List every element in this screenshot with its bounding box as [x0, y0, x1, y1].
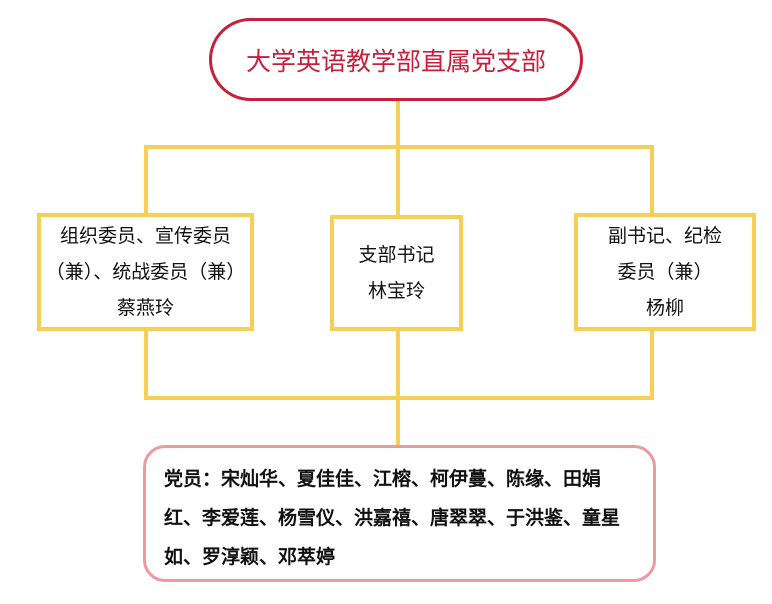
members-list: 党员：宋灿华、夏佳佳、江榕、柯伊蔓、陈缘、田娟红、李爱莲、杨雪仪、洪嘉禧、唐翠翠… — [164, 468, 621, 568]
connector-line — [396, 100, 400, 149]
branch-title-node: 大学英语教学部直属党支部 — [209, 18, 583, 101]
role-line: 委员（兼） — [617, 261, 713, 283]
secretary-box: 支部书记 林宝玲 — [330, 215, 463, 331]
deputy-secretary-box: 副书记、纪检 委员（兼） 杨柳 — [574, 213, 756, 331]
committee-member-box: 组织委员、宣传委员 （兼）、统战委员（兼） 蔡燕玲 — [37, 213, 254, 331]
member-name: 杨柳 — [645, 297, 684, 319]
connector-line — [144, 396, 654, 400]
role-line: （兼）、统战委员（兼） — [45, 261, 246, 283]
party-members-box: 党员：宋灿华、夏佳佳、江榕、柯伊蔓、陈缘、田娟红、李爱莲、杨雪仪、洪嘉禧、唐翠翠… — [143, 445, 656, 582]
role-line: 组织委员、宣传委员 — [59, 225, 231, 247]
role-line: 副书记、纪检 — [607, 225, 722, 247]
branch-title: 大学英语教学部直属党支部 — [245, 46, 546, 76]
role-line: 支部书记 — [358, 244, 435, 266]
member-name: 林宝玲 — [367, 280, 425, 302]
member-name: 蔡燕玲 — [116, 297, 174, 319]
